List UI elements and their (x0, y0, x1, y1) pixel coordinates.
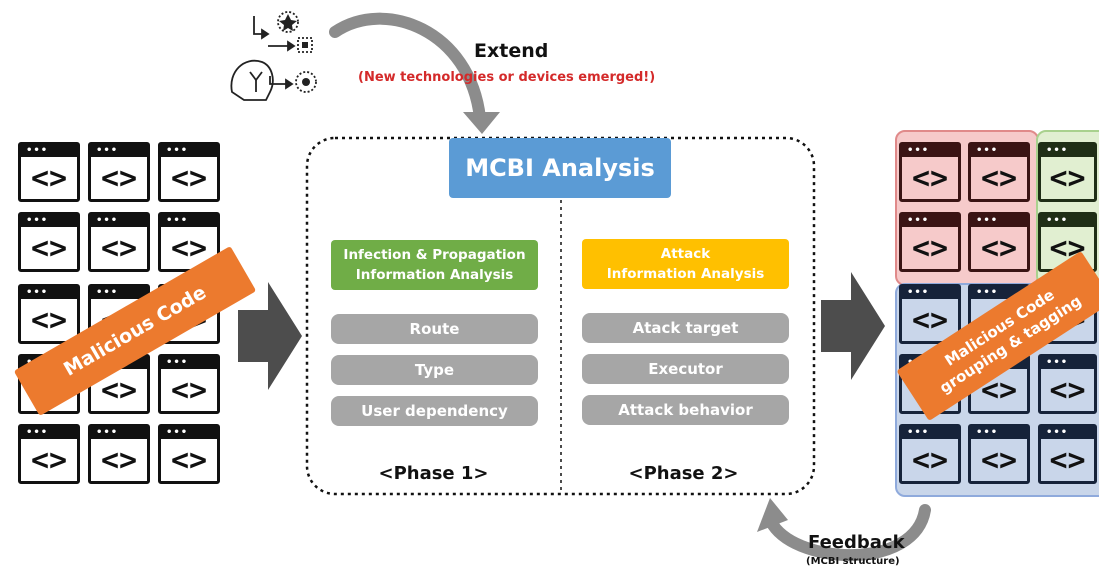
code-window-icon: •••<> (18, 142, 80, 202)
phase1-item-type: Type (331, 355, 538, 385)
code-window-icon: •••<> (158, 354, 220, 414)
code-window-icon: •••<> (1038, 354, 1097, 414)
code-window-icon: •••<> (1038, 142, 1097, 202)
code-window-icon: •••<> (88, 212, 150, 272)
feedback-note: (MCBI structure) (806, 556, 900, 567)
extend-arrow-curve (329, 12, 486, 124)
code-window-icon: •••<> (1038, 424, 1097, 484)
feedback-arrowhead (757, 498, 788, 532)
phase1-item-route: Route (331, 314, 538, 344)
phase2-item-executor: Executor (582, 354, 789, 384)
feedback-arrow-curve (767, 504, 931, 562)
code-window-icon: •••<> (18, 284, 80, 344)
code-window-icon: •••<> (88, 142, 150, 202)
feedback-label: Feedback (808, 532, 905, 553)
code-window-icon: •••<> (899, 142, 961, 202)
innovation-icon (230, 11, 317, 101)
code-window-icon: •••<> (968, 424, 1030, 484)
right-block-arrow (821, 272, 885, 380)
code-window-icon: •••<> (18, 212, 80, 272)
phase2-item-attack-behavior: Attack behavior (582, 395, 789, 425)
extend-arrowhead (463, 112, 500, 134)
code-window-icon: •••<> (158, 142, 220, 202)
code-window-icon: •••<> (968, 212, 1030, 272)
phase2-label: <Phase 2> (628, 463, 739, 484)
code-window-icon: •••<> (158, 424, 220, 484)
phase2-header: Attack Information Analysis (582, 239, 789, 289)
extend-note: (New technologies or devices emerged!) (358, 70, 656, 85)
extend-label: Extend (474, 40, 549, 62)
phase1-item-user-dependency: User dependency (331, 396, 538, 426)
phase1-header: Infection & Propagation Information Anal… (331, 240, 538, 290)
phase1-label: <Phase 1> (378, 463, 489, 484)
code-window-icon: •••<> (899, 284, 961, 344)
code-window-icon: •••<> (899, 212, 961, 272)
code-window-icon: •••<> (18, 424, 80, 484)
left-block-arrow (238, 282, 302, 390)
code-window-icon: •••<> (88, 424, 150, 484)
phase2-item-atack-target: Atack target (582, 313, 789, 343)
code-window-icon: •••<> (968, 142, 1030, 202)
code-window-icon: •••<> (1038, 212, 1097, 272)
code-window-icon: •••<> (899, 424, 961, 484)
mcbi-analysis-title: MCBI Analysis (449, 138, 671, 198)
